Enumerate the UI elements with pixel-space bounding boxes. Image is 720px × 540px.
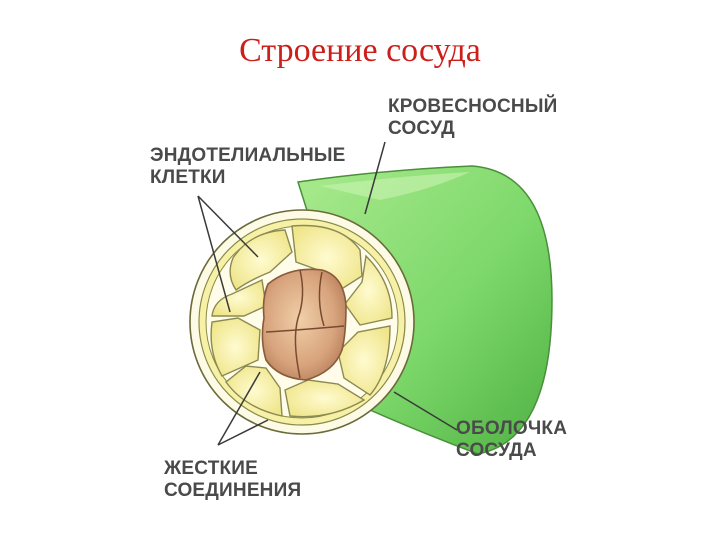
label-endothelial-cells: ЭНДОТЕЛИАЛЬНЫЕ КЛЕТКИ (150, 145, 346, 188)
vessel-lumen (261, 268, 347, 381)
pointer-junction-1 (217, 371, 261, 446)
label-vessel-sheath: ОБОЛОЧКА СОСУДА (456, 418, 568, 461)
label-tight-junctions: ЖЕСТКИЕ СОЕДИНЕНИЯ (164, 458, 302, 501)
endothelial-cell (284, 379, 366, 418)
pointer-sheath (393, 391, 458, 431)
pointer-junction-2 (217, 419, 269, 446)
slide-title: Строение сосуда (239, 32, 481, 69)
vessel-highlight (320, 172, 470, 200)
pointer-endothelial-2 (197, 195, 231, 313)
endothelial-cell (337, 325, 391, 396)
endothelial-cell (210, 317, 261, 377)
pointer-endothelial-1 (197, 195, 259, 258)
endothelial-cell (344, 254, 393, 326)
label-blood-vessel: КРОВЕСНОСНЫЙ СОСУД (388, 96, 558, 139)
pointer-vessel (364, 141, 386, 215)
tight-junctions (265, 269, 345, 379)
endothelial-cells (210, 224, 393, 418)
endothelial-cell (225, 365, 283, 417)
